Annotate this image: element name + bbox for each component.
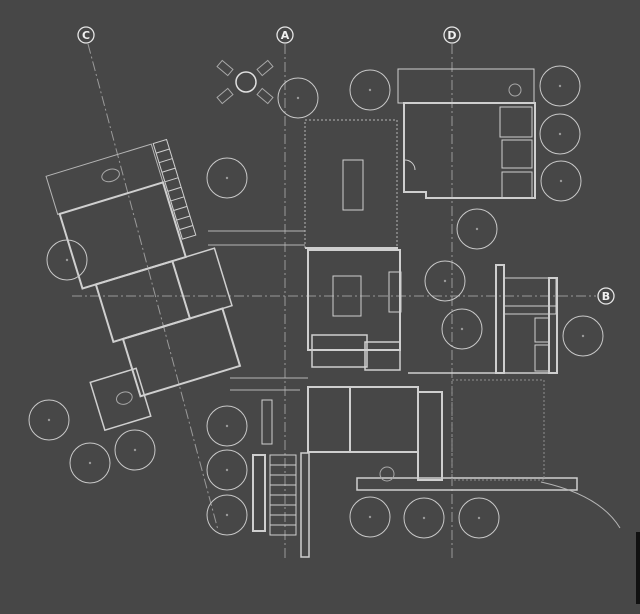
tree-canopy (349, 69, 391, 111)
guest-wing (397, 68, 536, 199)
tree-trunk-mark (460, 327, 464, 331)
tree-canopy (424, 260, 466, 302)
tree-trunk-mark (559, 179, 563, 183)
tree-canopy (206, 405, 248, 447)
grid-bubble-c: C (77, 26, 95, 44)
lower-suite (261, 386, 578, 491)
tree-trunk-mark (368, 88, 372, 92)
entry-steps (252, 452, 310, 558)
tree-canopy (69, 442, 111, 484)
svg-text:A: A (281, 29, 290, 42)
grid-lines (72, 43, 596, 560)
tree-canopy (277, 77, 319, 119)
tree-canopy (349, 496, 391, 538)
tree-trunk-mark (558, 132, 562, 136)
tree-canopy (403, 497, 445, 539)
grid-bubbles: C A D B (77, 26, 615, 305)
trees (28, 65, 604, 539)
tree-canopy (28, 399, 70, 441)
tree-trunk-mark (443, 279, 447, 283)
svg-text:B: B (602, 290, 610, 303)
tree-trunk-mark (368, 515, 372, 519)
tree-canopy (441, 308, 483, 350)
svg-text:C: C (82, 29, 90, 42)
mudroom-block (408, 264, 558, 374)
tree-canopy (540, 160, 582, 202)
tree-canopy (539, 113, 581, 155)
tree-trunk-mark (225, 176, 229, 180)
tree-trunk-mark (133, 448, 137, 452)
driveway-arc (540, 481, 621, 529)
tree-canopy (46, 239, 88, 281)
tree-canopy (114, 429, 156, 471)
kitchen (307, 249, 402, 371)
tree-trunk-mark (422, 516, 426, 520)
tree-trunk-mark (558, 84, 562, 88)
tree-trunk-mark (581, 334, 585, 338)
tree-canopy (458, 497, 500, 539)
tree-trunk-mark (225, 468, 229, 472)
outdoor-seating (216, 59, 274, 105)
tree-trunk-mark (477, 516, 481, 520)
dining-room (304, 119, 398, 249)
carport (451, 379, 545, 481)
tree-trunk-mark (225, 424, 229, 428)
edge-bar (636, 532, 640, 604)
tree-canopy (206, 157, 248, 199)
tree-canopy (562, 315, 604, 357)
tree-canopy (206, 494, 248, 536)
grid-bubble-d: D (443, 26, 461, 44)
grid-bubble-b: B (597, 287, 615, 305)
tree-trunk-mark (296, 96, 300, 100)
grid-bubble-a: A (276, 26, 294, 44)
tree-trunk-mark (47, 418, 51, 422)
connector-lines (208, 230, 308, 391)
tree-trunk-mark (475, 227, 479, 231)
svg-text:D: D (447, 29, 456, 42)
tree-trunk-mark (65, 258, 69, 262)
tree-trunk-mark (225, 513, 229, 517)
bedroom-wing (45, 138, 242, 432)
tree-canopy (206, 449, 248, 491)
tree-trunk-mark (88, 461, 92, 465)
tree-canopy (456, 208, 498, 250)
tree-canopy (539, 65, 581, 107)
